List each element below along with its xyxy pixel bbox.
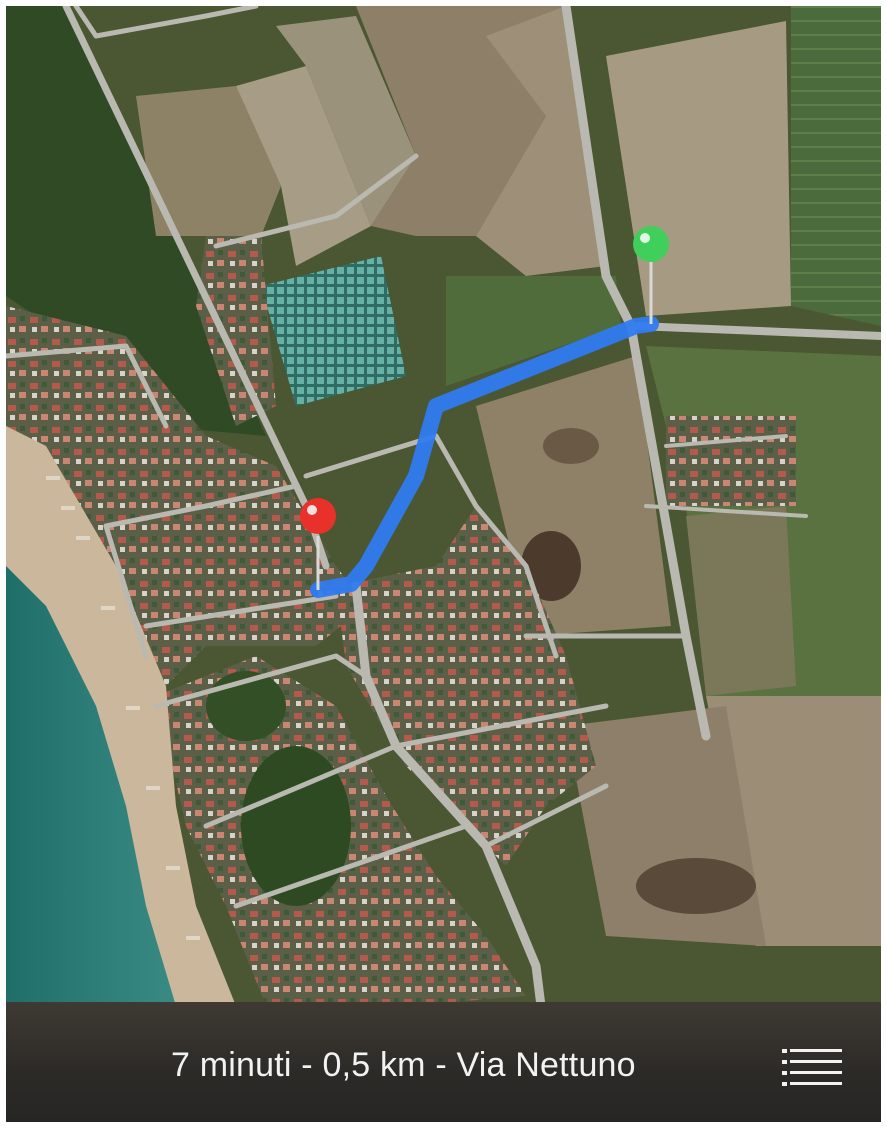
town-center: [336, 506, 596, 866]
sea: [6, 566, 176, 1006]
pine-grove: [241, 746, 351, 906]
field: [276, 16, 416, 226]
dark-soil: [521, 531, 581, 601]
farm-buildings: [666, 416, 796, 506]
field-crops: [791, 6, 881, 326]
dark-soil: [636, 858, 756, 914]
field: [136, 86, 281, 236]
route-line[interactable]: [310, 316, 659, 598]
destination-pin-head: [633, 226, 669, 262]
start-pin[interactable]: [300, 498, 336, 590]
destination-pin-highlight: [640, 233, 650, 243]
route-info-bar: 7 minuti - 0,5 km - Via Nettuno: [6, 1002, 881, 1122]
maps-screen: 7 minuti - 0,5 km - Via Nettuno: [6, 6, 881, 1122]
campsite: [261, 256, 406, 406]
beach-umbrellas: [46, 476, 200, 940]
route-list-button[interactable]: [780, 1046, 844, 1090]
town-north: [196, 236, 276, 426]
start-pin-highlight: [307, 505, 317, 515]
dark-soil: [543, 428, 599, 464]
map-canvas[interactable]: [6, 6, 881, 1006]
destination-pin[interactable]: [633, 226, 669, 324]
satellite-map[interactable]: [6, 6, 881, 1006]
start-pin-head: [300, 498, 336, 534]
field-green: [446, 276, 621, 386]
field: [686, 506, 796, 696]
route-summary[interactable]: 7 minuti - 0,5 km - Via Nettuno: [171, 1046, 636, 1084]
list-icon: [782, 1049, 842, 1086]
